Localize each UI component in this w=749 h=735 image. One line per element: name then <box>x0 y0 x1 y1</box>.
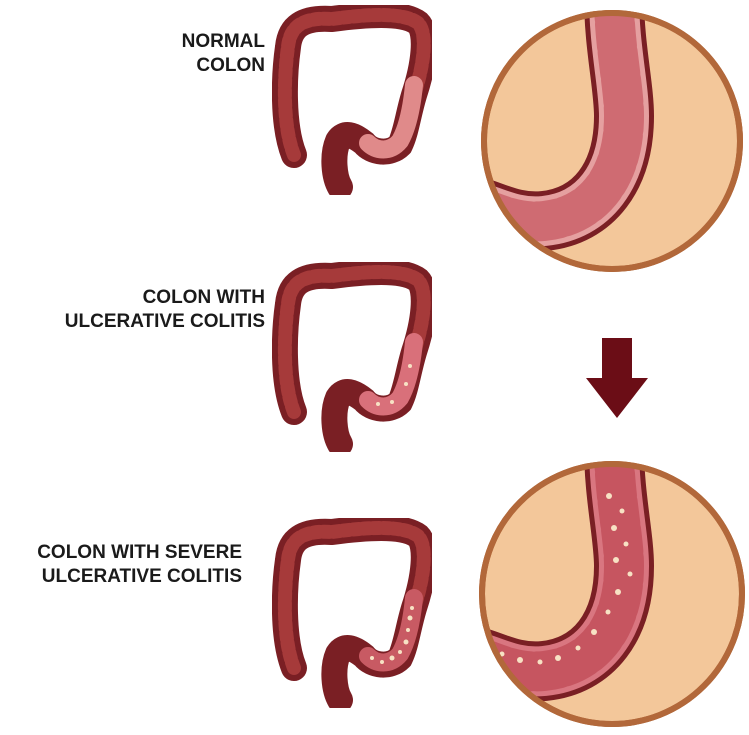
label-line: COLON WITH <box>65 286 265 310</box>
label-colon-severe-ulcerative-colitis: COLON WITH SEVERE ULCERATIVE COLITIS <box>37 541 242 589</box>
normal-colon-illustration <box>272 5 432 195</box>
label-colon-ulcerative-colitis: COLON WITH ULCERATIVE COLITIS <box>65 286 265 334</box>
progression-arrow <box>586 338 648 418</box>
label-line: COLON WITH SEVERE <box>37 541 242 565</box>
label-line: NORMAL <box>182 30 265 54</box>
severe-ulcerative-colitis-colon-illustration <box>272 518 432 708</box>
ulcerative-colitis-colon-illustration <box>272 262 432 452</box>
normal-colon-magnified-view <box>474 6 749 276</box>
label-line: COLON <box>182 54 265 78</box>
label-line: ULCERATIVE COLITIS <box>37 565 242 589</box>
label-normal-colon: NORMAL COLON <box>182 30 265 78</box>
label-line: ULCERATIVE COLITIS <box>65 310 265 334</box>
inflamed-section <box>368 342 414 407</box>
inflamed-section <box>368 85 414 150</box>
severe-colitis-magnified-view <box>474 456 749 731</box>
